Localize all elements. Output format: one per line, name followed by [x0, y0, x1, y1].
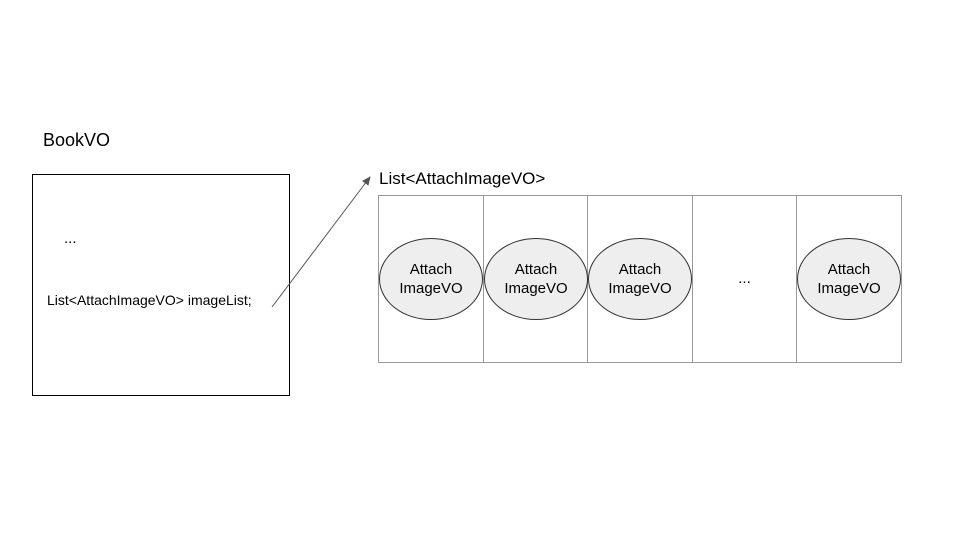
bookvo-box — [32, 174, 290, 396]
bookvo-ellipsis: ... — [64, 230, 77, 247]
attach-image-ellipse: Attach ImageVO — [484, 238, 588, 320]
list-ellipsis: ... — [738, 270, 751, 287]
bookvo-imagelist-field: List<AttachImageVO> imageList; — [47, 292, 252, 308]
list-cell: Attach ImageVO — [588, 196, 693, 362]
attach-image-label: Attach ImageVO — [504, 261, 568, 297]
attach-image-ellipse: Attach ImageVO — [588, 238, 692, 320]
list-cell: Attach ImageVO — [379, 196, 484, 362]
attach-image-label: Attach ImageVO — [399, 261, 463, 297]
attach-image-ellipse: Attach ImageVO — [797, 238, 901, 320]
attach-image-list-title: List<AttachImageVO> — [379, 169, 546, 188]
list-cell: ... — [693, 196, 797, 362]
attach-image-label: Attach ImageVO — [608, 261, 672, 297]
list-cell: Attach ImageVO — [484, 196, 588, 362]
list-cell: Attach ImageVO — [797, 196, 901, 362]
attach-image-label: Attach ImageVO — [817, 261, 881, 297]
attach-image-ellipse: Attach ImageVO — [379, 238, 483, 320]
attach-image-list: Attach ImageVO Attach ImageVO Attach Ima… — [378, 195, 902, 363]
bookvo-title: BookVO — [43, 130, 111, 150]
